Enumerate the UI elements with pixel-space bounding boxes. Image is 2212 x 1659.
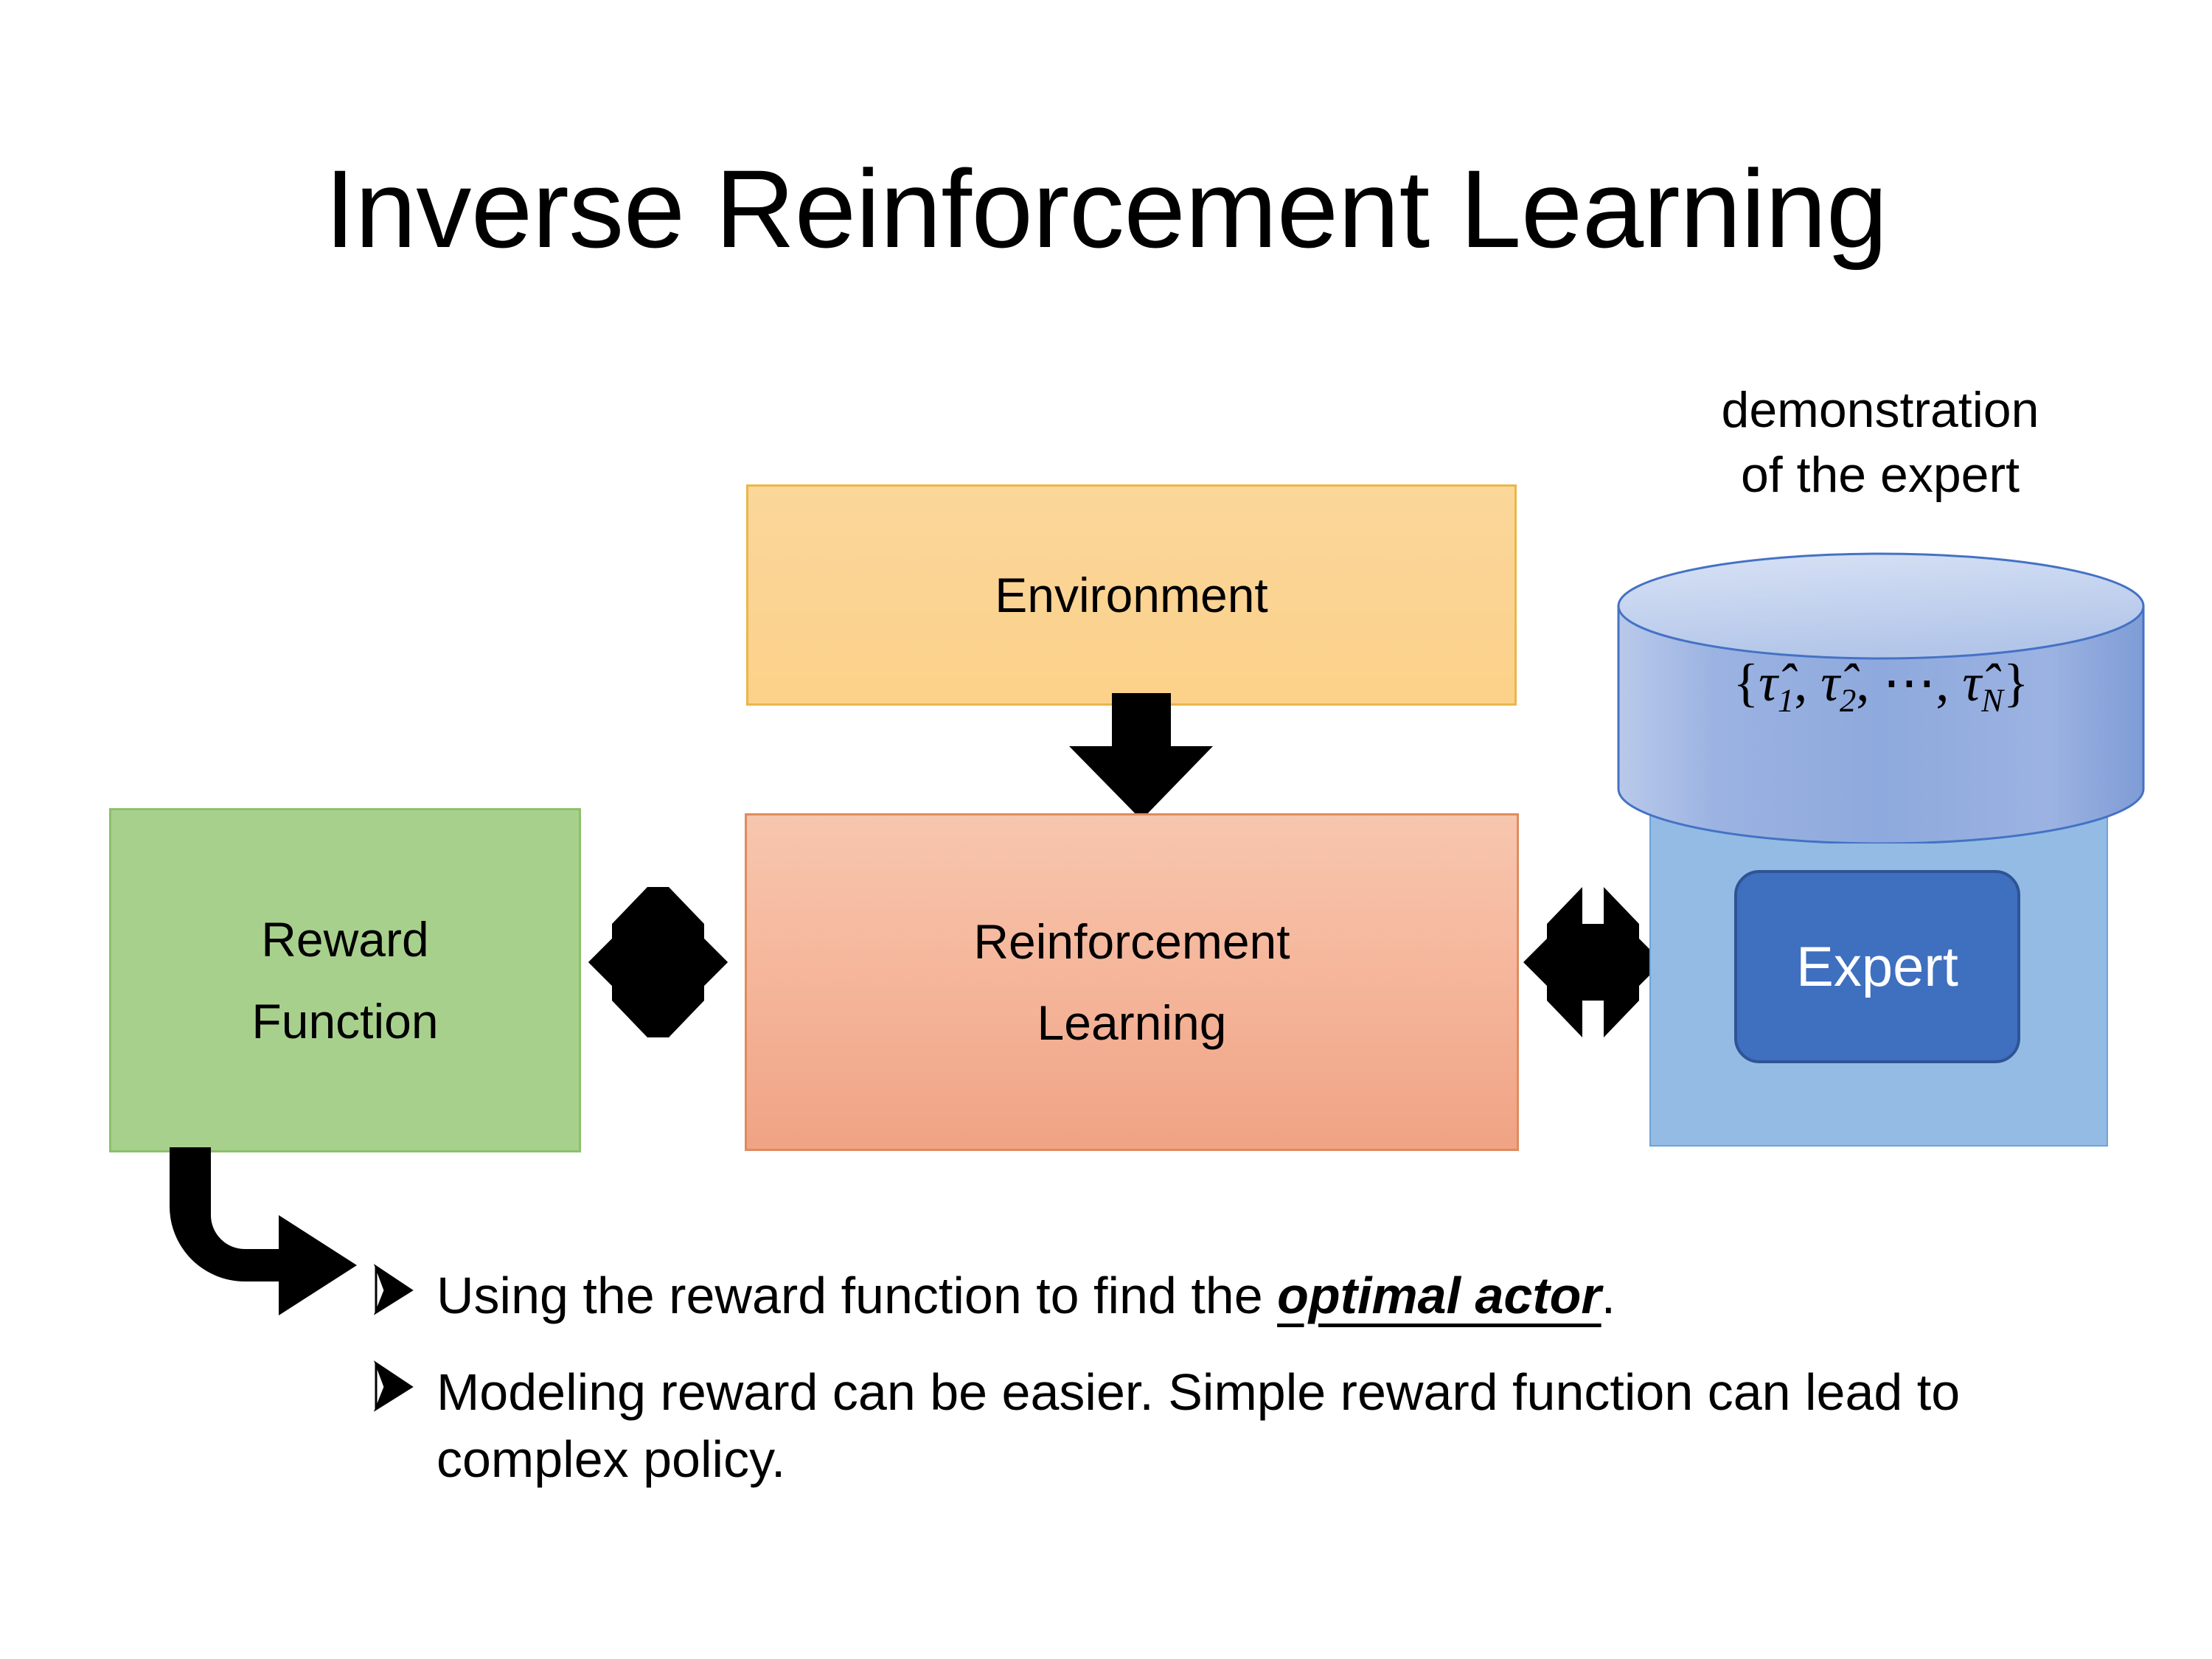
bent-arrow-icon [168, 1147, 360, 1332]
tau-1-subscript: 1 [1777, 681, 1795, 719]
down-arrow-icon [1062, 693, 1220, 822]
tau-2-subscript: 2 [1840, 681, 1857, 719]
reinforcement-learning-label-line1: Reinforcement [973, 914, 1290, 969]
four-way-arrow-icon-right [1517, 881, 1669, 1043]
bullet-1-emphasis: optimal actor [1277, 1267, 1601, 1324]
four-way-arrow-icon-left [582, 881, 734, 1043]
ellipsis-glyph: ⋯ [1882, 653, 1936, 712]
reward-function-box: Reward Function [109, 808, 581, 1152]
demonstration-caption-line2: of the expert [1740, 447, 2020, 504]
chevron-bullet-icon [369, 1262, 419, 1317]
database-cylinder-icon [1616, 552, 2146, 844]
bullet-1-text-after: . [1601, 1267, 1616, 1324]
bullet-1-text-before: Using the reward function to find the [437, 1267, 1278, 1324]
comma-3: , [1935, 653, 1963, 712]
tau-hat-n: τ̂ [1962, 653, 1982, 712]
reinforcement-learning-box: Reinforcement Learning [745, 813, 1519, 1151]
tau-hat-2: τ̂ [1820, 653, 1840, 712]
reward-function-label-line1: Reward [261, 912, 429, 967]
comma-1: , [1794, 653, 1821, 712]
reward-function-label-line2: Function [251, 993, 439, 1048]
chevron-bullet-icon [369, 1359, 419, 1413]
expert-box: Expert [1734, 870, 2020, 1063]
list-item: Modeling reward can be easier. Simple re… [369, 1359, 2094, 1493]
tau-hat-1: τ̂ [1759, 653, 1778, 712]
comma-2: , [1856, 653, 1883, 712]
reinforcement-learning-label-line2: Learning [1037, 995, 1227, 1050]
expert-label: Expert [1796, 935, 1958, 998]
page-title: Inverse Reinforcement Learning [324, 147, 1888, 271]
set-close-brace: } [2003, 653, 2029, 712]
demonstration-caption-line1: demonstration [1721, 382, 2039, 438]
environment-label: Environment [995, 567, 1268, 622]
trajectory-set-label: {τ̂1, τ̂2, ⋯, τ̂N} [1616, 656, 2146, 717]
bullet-2-text-line1: Modeling reward can be easier. Simple re… [437, 1363, 1498, 1421]
bullet-2-text-line2: function can lead to complex policy. [437, 1363, 1961, 1488]
demonstration-caption: demonstration of the expert [1622, 378, 2138, 508]
list-item: Using the reward function to find the op… [369, 1262, 2094, 1329]
set-open-brace: { [1733, 653, 1759, 712]
environment-box: Environment [746, 484, 1517, 706]
bullet-list: Using the reward function to find the op… [369, 1262, 2094, 1523]
tau-n-subscript: N [1981, 681, 2003, 719]
